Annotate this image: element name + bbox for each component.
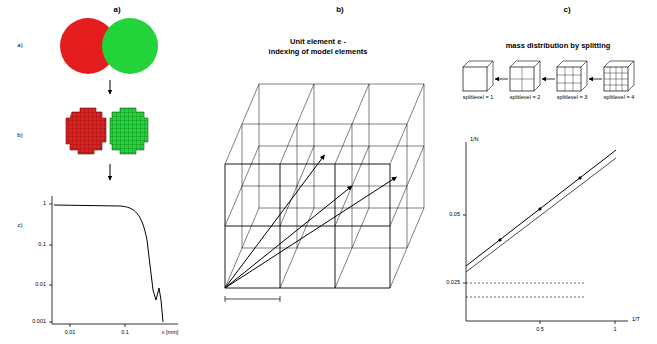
split-cube: splitlevel = 3 (549, 60, 595, 100)
split-plot (463, 142, 628, 324)
grid-line (390, 208, 424, 288)
grid-line (225, 164, 390, 165)
split-caption: splitlevel = 4 (596, 94, 642, 100)
axis-label: 1/N (470, 136, 479, 142)
split-caption: splitlevel = 2 (502, 94, 548, 100)
dimension-bracket (225, 296, 280, 302)
grid-line (335, 84, 369, 164)
split-arrow (542, 79, 555, 80)
axis-label: 0.05 (449, 211, 460, 217)
axis-label: 0.1 (38, 241, 46, 247)
panel-title: indexing of model elements (269, 48, 368, 56)
grid-line (259, 208, 424, 209)
axis-label: 0.01 (65, 329, 76, 335)
down-arrow (110, 80, 111, 94)
grid-line (259, 146, 424, 147)
element-grid (225, 84, 424, 302)
split-cube: splitlevel = 1 (455, 60, 501, 100)
row-letter: b) (17, 132, 22, 139)
green-voxels (110, 108, 148, 154)
axis-label: 0.025 (446, 279, 460, 285)
split-caption: splitlevel = 3 (549, 94, 595, 100)
grid-line (390, 146, 424, 226)
index-vector (225, 155, 325, 288)
cube-outline (603, 60, 635, 92)
axis-label: x [mm] (162, 329, 179, 335)
axis-label: 0.001 (32, 318, 46, 324)
profile-plot (49, 196, 178, 327)
split-cube: splitlevel = 2 (502, 60, 548, 100)
axis-label: 0.01 (35, 281, 46, 287)
grid-line (225, 208, 259, 288)
cube-outline (556, 60, 588, 92)
index-vector (225, 177, 397, 288)
row-letter: c) (18, 222, 23, 229)
axis-label: 0.1 (121, 329, 129, 335)
cube-outline (509, 60, 541, 92)
grid-line (242, 248, 407, 249)
split-caption: splitlevel = 1 (455, 94, 501, 100)
down-arrow (110, 164, 111, 180)
panel-letter: b) (336, 6, 344, 15)
axis-label: 0.5 (536, 326, 544, 332)
grid-line (335, 208, 369, 288)
split-cube: splitlevel = 4 (596, 60, 642, 100)
grid-line (225, 146, 259, 226)
axis-label: 1 (613, 326, 616, 332)
green-sphere (102, 18, 158, 74)
split-arrow (495, 79, 508, 80)
cube-outline (462, 60, 494, 92)
grid-line (225, 226, 390, 227)
grid-line (390, 84, 424, 164)
axis-label: 1/T (632, 316, 640, 322)
grid-line (225, 288, 390, 289)
red-voxels (66, 108, 106, 154)
grid-line (242, 124, 407, 125)
row-letter: a) (17, 42, 22, 49)
panel-letter: a) (113, 6, 120, 15)
panel-title: Unit element e - (290, 38, 346, 46)
panel-letter: c) (563, 6, 570, 15)
index-vector (225, 186, 352, 288)
grid-line (225, 84, 259, 164)
axis-label: 1 (43, 200, 46, 206)
grid-line (280, 146, 314, 226)
split-arrow (589, 79, 602, 80)
panel-title: mass distribution by splitting (506, 42, 611, 50)
grid-line (259, 84, 424, 85)
grid-line (280, 84, 314, 164)
